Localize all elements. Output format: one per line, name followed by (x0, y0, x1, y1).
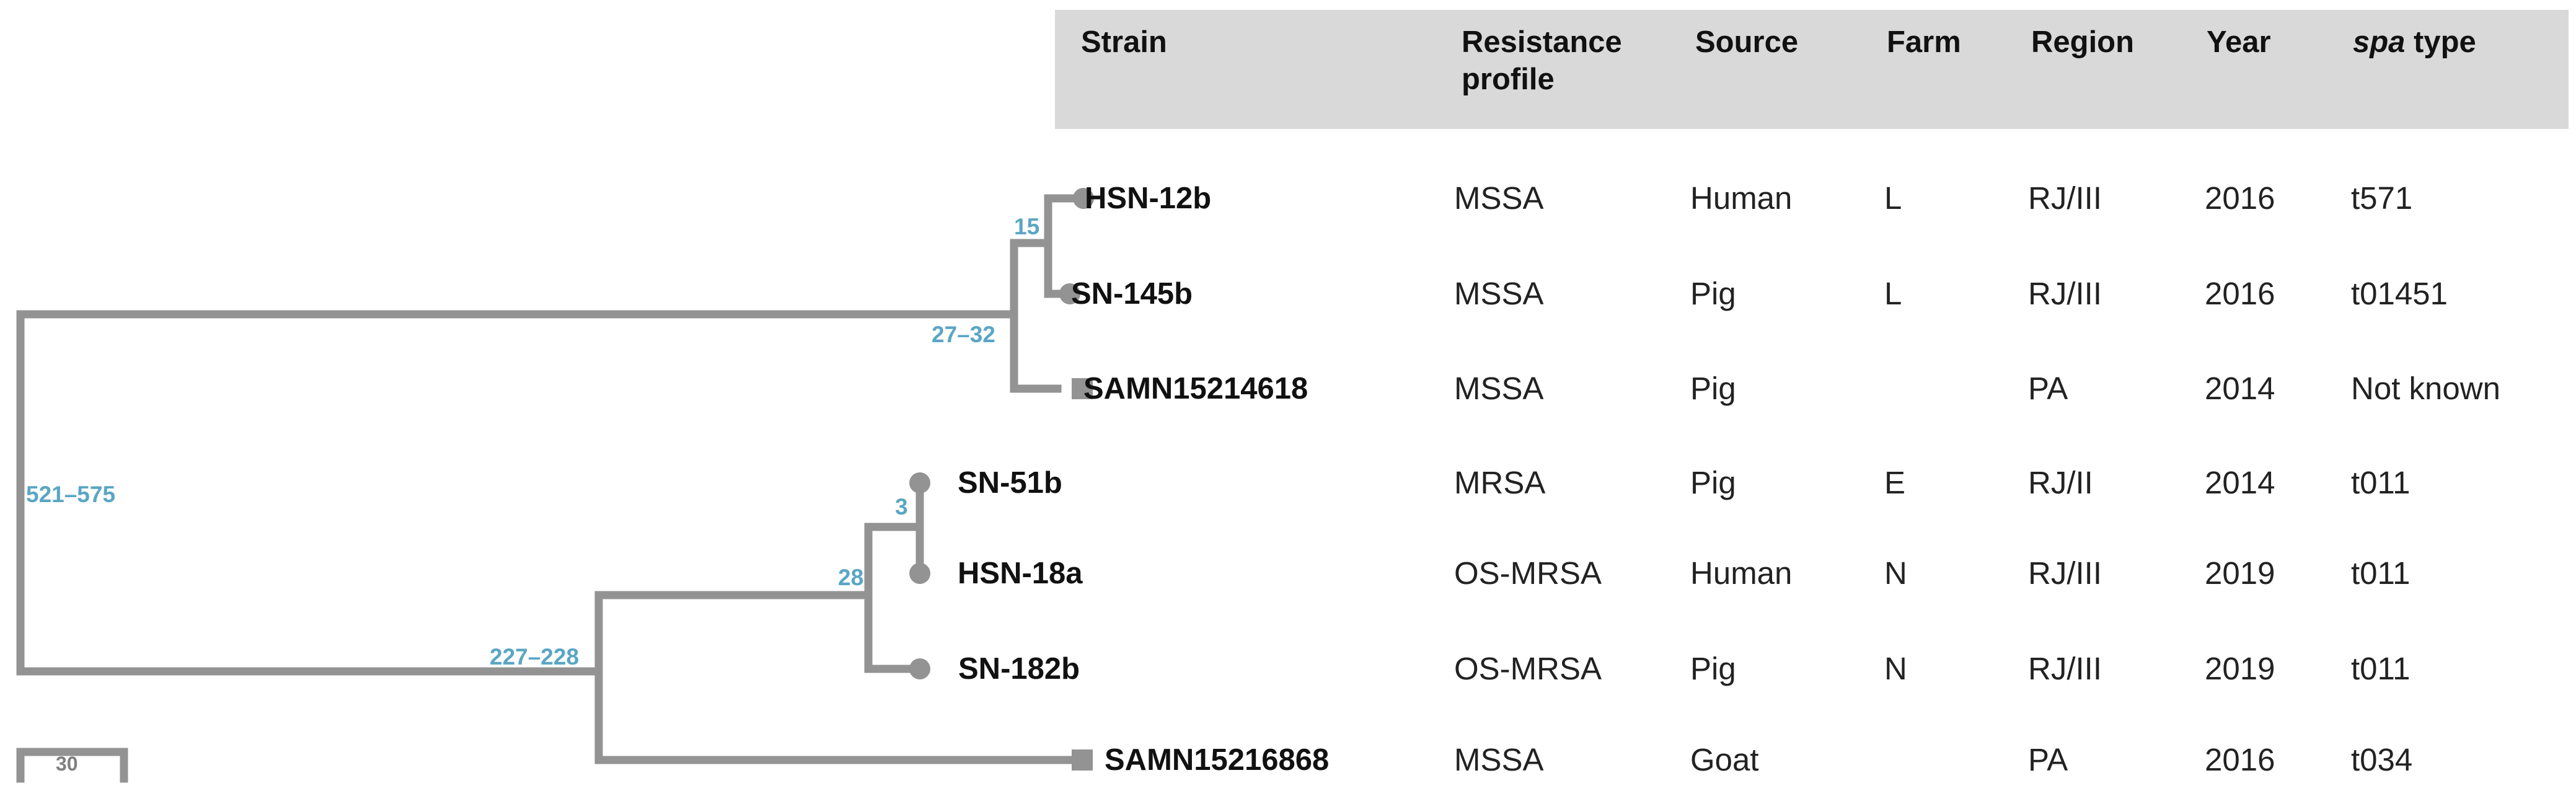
support-label-sn-group: 28 (838, 565, 864, 590)
support-label-lower-clade: 227–228 (490, 644, 580, 669)
tip-label-sn-145b: SN-145b (1071, 277, 1193, 311)
header-spa-italic: spa (2353, 25, 2406, 59)
cell-resistance: OS-MRSA (1454, 555, 1602, 591)
cell-source: Pig (1690, 651, 1736, 686)
cell-region: RJ/III (2028, 555, 2102, 591)
tip-marker-sn-51b (909, 472, 930, 493)
cell-region: PA (2028, 742, 2068, 777)
cell-spa: t011 (2351, 651, 2411, 686)
support-label-root: 521–575 (26, 482, 116, 507)
tip-label-samn15216868: SAMN15216868 (1105, 743, 1330, 777)
header-spa-rest: type (2405, 25, 2476, 59)
cell-year: 2016 (2205, 742, 2275, 777)
cell-year: 2016 (2205, 276, 2275, 311)
tip-label-sn-51b: SN-51b (958, 466, 1062, 500)
cell-resistance: MRSA (1454, 465, 1546, 500)
cell-spa: t01451 (2351, 276, 2448, 311)
cell-region: PA (2028, 371, 2068, 406)
support-label-upper-clade: 27–32 (932, 322, 995, 347)
cell-farm: E (1884, 465, 1906, 500)
cell-year: 2014 (2205, 371, 2275, 406)
cell-year: 2019 (2205, 651, 2275, 686)
support-label-hsn12b-sn145b: 15 (1014, 214, 1040, 239)
branch-upper-clade (1010, 239, 1062, 393)
table-header-band (1055, 10, 2569, 129)
tip-marker-samn15214618 (1072, 378, 1093, 399)
cell-resistance: MSSA (1454, 180, 1544, 216)
cell-farm: N (1884, 651, 1907, 686)
tip-marker-hsn-18a (909, 563, 930, 584)
tip-marker-hsn-12b (1073, 188, 1094, 209)
header-strain: Strain (1081, 25, 1167, 59)
tip-label-hsn-18a: HSN-18a (958, 557, 1083, 590)
header-resistance-line2: profile (1462, 63, 1555, 96)
tip-marker-sn-182b (909, 658, 930, 679)
header-farm: Farm (1887, 25, 1961, 59)
scale-bar-label: 30 (56, 753, 78, 775)
tip-label-hsn-12b: HSN-12b (1085, 182, 1212, 215)
cell-region: RJ/III (2028, 651, 2102, 686)
cell-farm: L (1884, 180, 1902, 216)
cell-source: Human (1690, 555, 1793, 591)
cell-resistance: MSSA (1454, 371, 1544, 406)
cell-source: Pig (1690, 276, 1736, 311)
cell-year: 2016 (2205, 180, 2275, 216)
header-resistance-line1: Resistance (1462, 25, 1622, 59)
header-year: Year (2207, 25, 2271, 59)
cell-region: RJ/II (2028, 465, 2093, 500)
cell-year: 2014 (2205, 465, 2275, 500)
branch-sn-group (864, 523, 913, 673)
branch-lower-clade (594, 591, 1078, 764)
branch-hsn12b-sn145b-node (1044, 194, 1065, 298)
header-region: Region (2031, 25, 2135, 59)
tip-label-samn15214618: SAMN15214618 (1083, 372, 1308, 405)
cell-source: Goat (1690, 742, 1759, 777)
header-spa-type: spa type (2353, 24, 2476, 61)
cell-spa: t011 (2351, 465, 2411, 500)
tip-label-sn-182b: SN-182b (958, 652, 1080, 686)
header-resistance-profile: Resistance profile (1462, 24, 1622, 98)
cell-source: Pig (1690, 465, 1736, 500)
cell-farm: N (1884, 555, 1907, 591)
cell-spa: t571 (2351, 180, 2413, 216)
cell-spa: t011 (2351, 555, 2411, 591)
cell-source: Human (1690, 180, 1793, 216)
cell-farm: L (1884, 276, 1902, 311)
cell-resistance: OS-MRSA (1454, 651, 1602, 686)
cell-region: RJ/III (2028, 276, 2102, 311)
cell-spa: Not known (2351, 371, 2500, 406)
scale-bar (16, 748, 128, 783)
cell-resistance: MSSA (1454, 742, 1544, 777)
cell-resistance: MSSA (1454, 276, 1544, 311)
support-label-sn51b-hsn18a: 3 (895, 494, 908, 519)
header-source: Source (1695, 25, 1799, 59)
cell-spa: t034 (2351, 742, 2413, 777)
tip-marker-sn-145b (1059, 283, 1080, 304)
cell-source: Pig (1690, 371, 1736, 406)
cell-year: 2019 (2205, 555, 2275, 591)
tip-marker-samn15216868 (1072, 749, 1093, 771)
cell-region: RJ/III (2028, 180, 2102, 216)
